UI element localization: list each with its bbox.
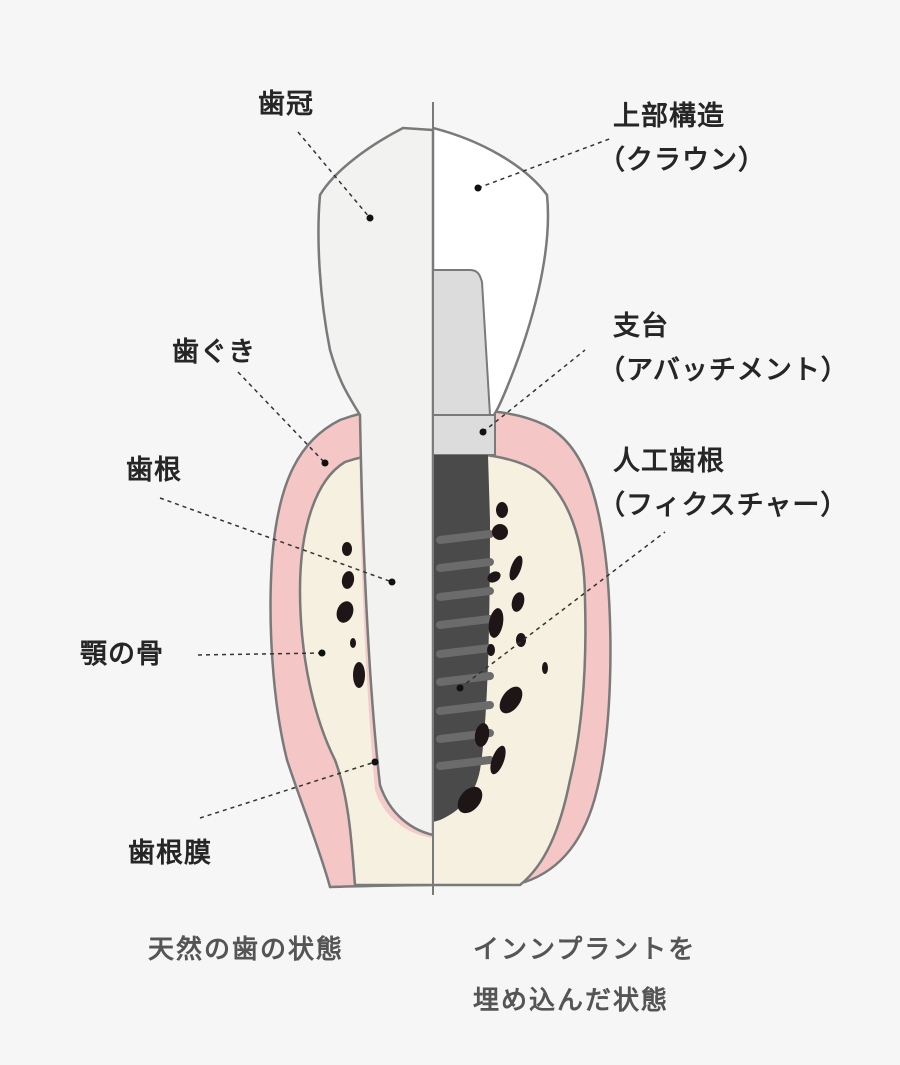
thread-7 xyxy=(436,701,494,715)
leader-abutment xyxy=(482,349,586,433)
label-root: 歯根 xyxy=(126,455,182,486)
marrow-spot-9 xyxy=(487,571,501,583)
marrow-spot-4 xyxy=(353,662,365,688)
thread-3 xyxy=(436,587,494,601)
thread-6 xyxy=(436,672,494,686)
thread-1 xyxy=(436,530,494,544)
abutment-post xyxy=(433,269,492,416)
caption-implant-line2: 埋め込んだ状態 xyxy=(473,986,670,1016)
marrow-spot-7 xyxy=(492,524,508,540)
natural-tooth xyxy=(317,126,433,837)
dot-root xyxy=(388,578,396,586)
marrow-spot-1 xyxy=(342,542,352,556)
bone-marrow-spots xyxy=(336,502,548,814)
label-jawbone: 顎の骨 xyxy=(80,639,164,670)
marrow-spot-12 xyxy=(487,644,495,656)
caption-natural: 天然の歯の状態 xyxy=(148,935,345,965)
thread-5 xyxy=(436,644,494,658)
leader-ligament xyxy=(199,761,376,819)
marrow-spot-3 xyxy=(336,601,354,623)
dot-fixture xyxy=(456,684,464,692)
label-ligament: 歯根膜 xyxy=(128,838,212,869)
dot-superstructure xyxy=(474,184,482,192)
dot-ligament xyxy=(371,758,379,766)
label-abutment-sub: （アバッチメント） xyxy=(598,355,849,386)
marrow-spot-18 xyxy=(542,662,548,674)
thread-4 xyxy=(436,615,494,629)
abutment-collar xyxy=(433,414,496,456)
label-superstructure-sub: （クラウン） xyxy=(598,145,766,176)
fixture-threads xyxy=(436,530,494,770)
leader-root xyxy=(159,497,393,583)
dot-crown xyxy=(366,214,374,222)
marrow-spot-6 xyxy=(496,502,508,518)
thread-9 xyxy=(436,756,494,770)
dot-jawbone xyxy=(318,649,326,657)
fixture-body xyxy=(433,455,490,822)
dot-abutment xyxy=(479,428,487,436)
marrow-spot-10 xyxy=(488,608,504,638)
leader-fixture xyxy=(459,531,666,689)
marrow-spot-13 xyxy=(511,592,525,612)
marrow-spot-5 xyxy=(350,638,356,648)
marrow-spot-15 xyxy=(474,723,490,747)
dot-gum xyxy=(321,459,329,467)
label-abutment: 支台 xyxy=(613,311,669,342)
marrow-spot-14 xyxy=(499,686,523,714)
marrow-spot-17 xyxy=(457,786,483,814)
marrow-spot-11 xyxy=(516,633,526,647)
leader-crown xyxy=(297,131,371,219)
label-gum: 歯ぐき xyxy=(172,337,256,368)
marrow-spot-8 xyxy=(509,555,523,581)
label-superstructure: 上部構造 xyxy=(613,101,725,132)
leader-gum xyxy=(237,371,326,464)
caption-implant-line1: インンプラントを xyxy=(473,935,697,965)
marrow-spot-2 xyxy=(341,571,355,589)
label-crown: 歯冠 xyxy=(258,89,314,120)
label-fixture: 人工歯根 xyxy=(613,446,725,477)
marrow-spot-16 xyxy=(490,745,506,775)
thread-2 xyxy=(436,558,494,572)
label-fixture-sub: （フィクスチャー） xyxy=(598,490,849,521)
